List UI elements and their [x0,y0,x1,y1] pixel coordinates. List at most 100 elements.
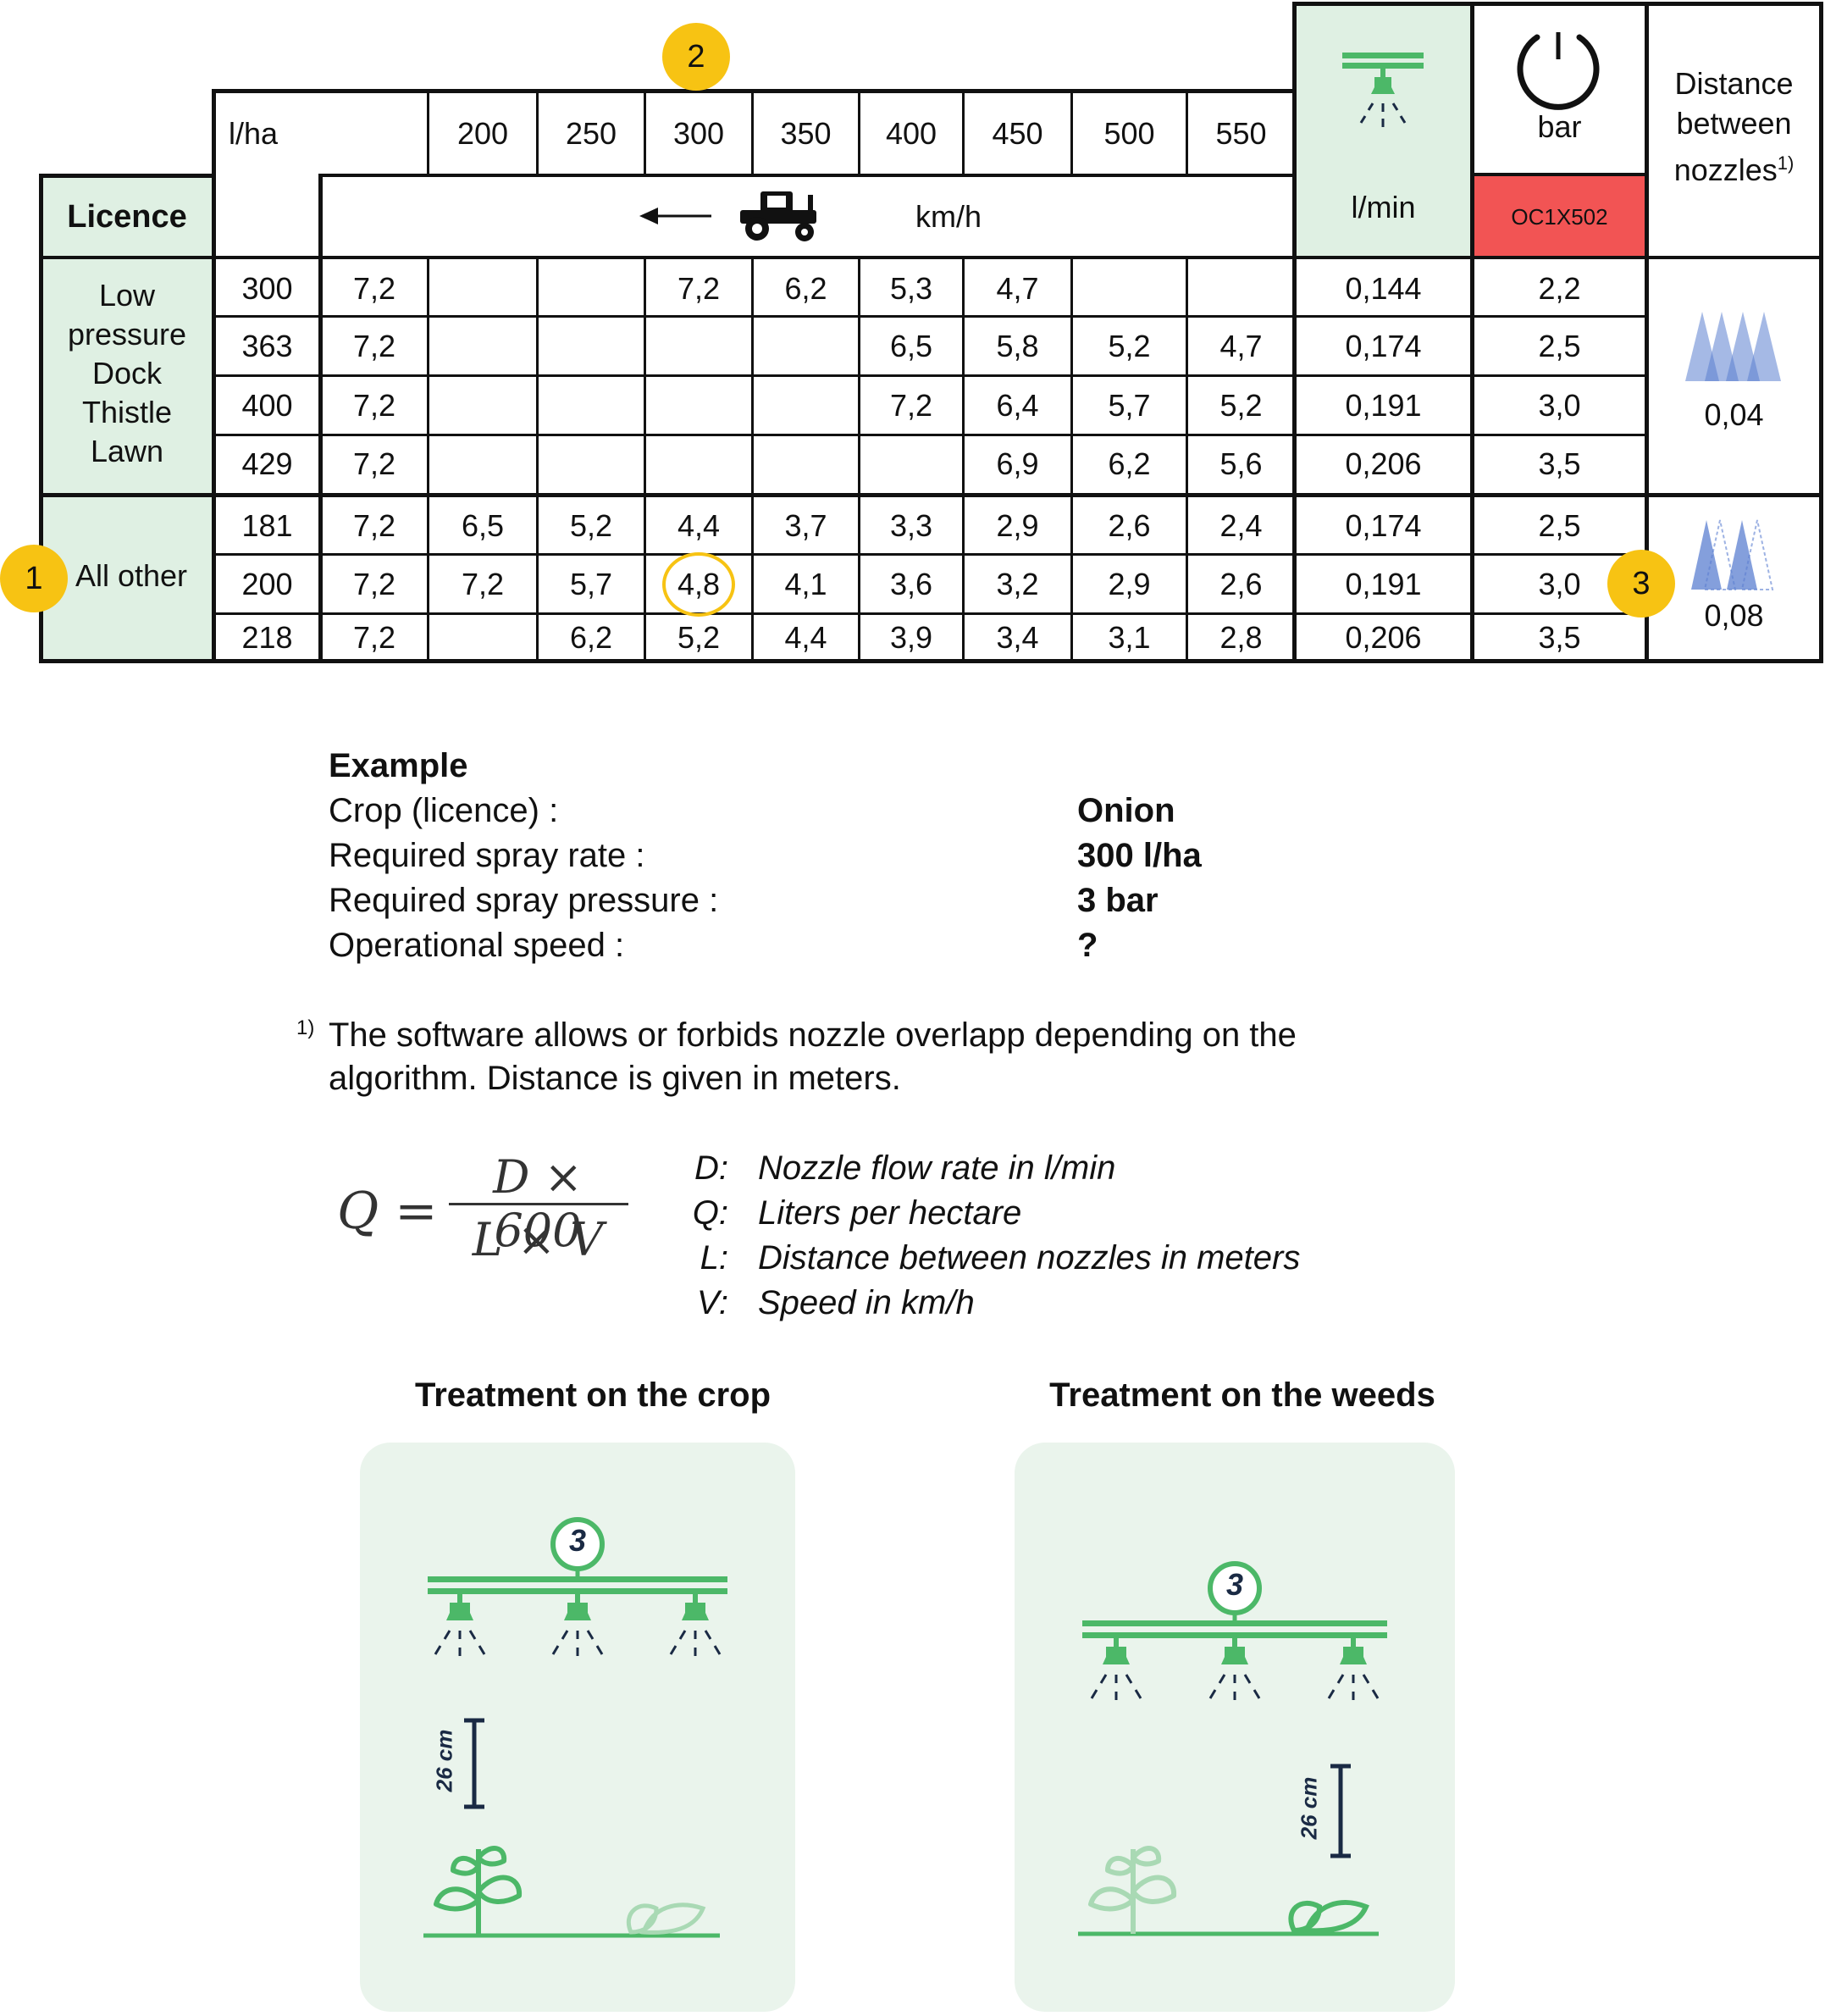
legend-text-v: Speed in km/h [758,1284,975,1321]
table-cell: 5,7 [569,567,613,601]
table-cell: 0,206 [1345,446,1422,481]
lha-header: l/ha [229,115,279,151]
formula-denominator: L × V [472,1213,604,1266]
spray-fan-icon [1690,518,1783,595]
table-cell: 6,9 [996,446,1039,481]
example-label-pressure: Required spray pressure : [329,882,719,919]
table-cell: 0,174 [1345,508,1422,543]
table-cell: 363 [241,329,293,363]
table-cell: 3,4 [996,619,1039,655]
table-cell: 3,3 [889,508,933,543]
crop-panel: 3 26 cm [360,1443,795,2012]
example-value-pressure: 3 bar [1077,882,1159,919]
distance-header: Distance between nozzles1) [1673,66,1795,187]
weeds-badge: 3 [1225,1567,1244,1602]
table-cell: 7,2 [352,388,396,423]
table-cell: 2,6 [1219,567,1263,601]
table-cell: 3,5 [1538,446,1581,481]
legend-key-q: Q: [692,1194,728,1232]
table-cell: 7,2 [352,567,396,601]
table-cell [646,376,751,435]
table-cell: 0,191 [1345,567,1422,601]
table-cell: 2,5 [1538,329,1581,363]
rate-col-550: 550 [1215,115,1267,151]
table-cell: 2,6 [1108,508,1151,543]
distance-value-other: 0,08 [1704,598,1764,633]
table-cell: 0,191 [1345,388,1422,423]
table-cell: 6,5 [461,508,505,543]
licence-low-pressure: Low pressure Dock Thistle Lawn [67,278,187,468]
example-label-speed: Operational speed : [329,927,625,964]
legend-text-q: Liters per hectare [758,1194,1022,1232]
table-cell: 5,3 [889,270,933,306]
legend-text-l: Distance between nozzles in meters [758,1239,1301,1277]
table-cell: 6,4 [996,388,1039,423]
weeds-panel: 3 26 cm [1015,1443,1455,2012]
example-label-rate: Required spray rate : [329,837,645,874]
table-cell: 7,2 [352,329,396,363]
table-cell: 6,5 [889,329,933,363]
table-cell [539,317,644,376]
table-cell [646,317,751,376]
crop-badge: 3 [568,1523,587,1558]
table-cell [754,317,858,376]
nozzle-boom-icon [1341,51,1425,152]
table-cell: 7,2 [352,508,396,543]
footnote-mark: 1) [296,1016,315,1039]
rate-col-350: 350 [780,115,832,151]
table-cell [754,435,858,493]
rate-col-450: 450 [992,115,1043,151]
table-cell [754,376,858,435]
table-cell: 3,0 [1538,388,1581,423]
table-cell: 7,2 [889,388,933,423]
table-cell: 5,7 [1108,388,1151,423]
legend-text-d: Nozzle flow rate in l/min [758,1149,1116,1187]
table-cell: 2,9 [1108,567,1151,601]
table-cell: 3,6 [889,567,933,601]
table-cell: 0,206 [1345,619,1422,655]
table-cell: 3,7 [784,508,827,543]
formula-bar [449,1203,628,1205]
callout-3: 3 [1607,550,1675,618]
table-cell: 429 [241,446,293,481]
crop-caption: Treatment on the crop [414,1376,771,1414]
table-cell: 2,8 [1219,619,1263,655]
table-cell: 218 [241,619,293,655]
nozzle-code-bg [1472,176,1645,258]
table-cell: 2,2 [1538,270,1581,306]
spray-fan-icon [1684,310,1785,387]
table-cell: 6,2 [1108,446,1151,481]
arrow-left-icon [639,203,716,233]
formula-numerator: D × 600 [493,1150,583,1257]
table-cell [429,260,536,317]
footnote-line-2: algorithm. Distance is given in meters. [329,1060,901,1097]
table-cell: 3,5 [1538,619,1581,655]
table-cell: 7,2 [461,567,505,601]
weeds-height-label: 26 cm [1296,1776,1322,1840]
crop-diagram [423,1517,727,1938]
rate-col-400: 400 [885,115,937,151]
table-cell [1188,260,1294,317]
rate-col-200: 200 [456,115,509,151]
example-value-crop: Onion [1077,792,1175,829]
rate-col-500: 500 [1103,115,1155,151]
weeds-caption: Treatment on the weeds [1049,1376,1435,1414]
table-cell: 2,4 [1219,508,1263,543]
table-cell: 3,9 [889,619,933,655]
distance-value-low: 0,04 [1704,397,1764,432]
flow-col-bg [1294,3,1470,258]
example-value-speed: ? [1077,927,1098,964]
crop-height-label: 26 cm [431,1729,457,1792]
rate-col-250: 250 [565,115,617,151]
table-cell [429,435,536,493]
legend-key-d: D: [694,1149,728,1187]
table-cell: 200 [241,567,293,601]
licence-all-other: All other [75,558,188,593]
table-cell: 5,2 [1108,329,1151,363]
licence-col-bg [41,258,212,661]
table-cell: 4,7 [1219,329,1263,363]
table-cell: 6,2 [784,270,827,306]
table-cell: 0,174 [1345,329,1422,363]
table-cell: 7,2 [352,270,396,306]
table-cell: 181 [241,508,293,543]
